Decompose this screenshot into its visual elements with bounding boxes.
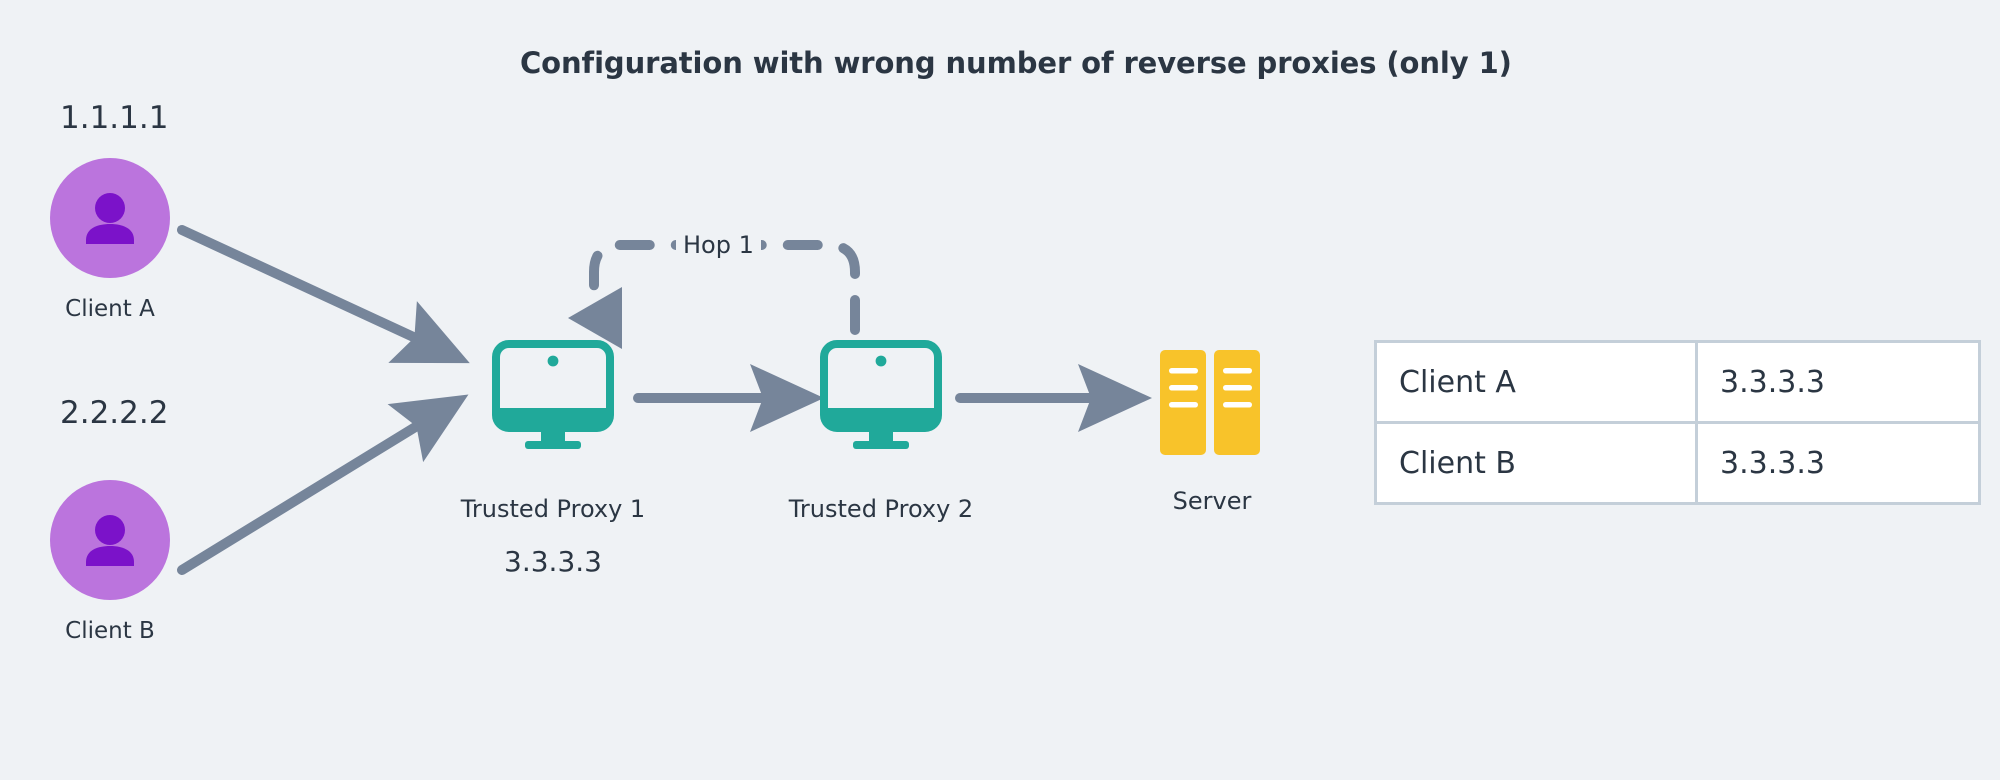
client-b-ip: 2.2.2.2 [60, 395, 169, 431]
table-row: Client B 3.3.3.3 [1374, 421, 1981, 505]
edge-client-b-to-proxy1 [177, 394, 469, 575]
person-icon [86, 515, 134, 566]
table-cell-ip: 3.3.3.3 [1695, 340, 1981, 424]
server-label: Server [1172, 487, 1252, 515]
client-b-label: Client B [65, 618, 155, 644]
proxy1-ip: 3.3.3.3 [504, 545, 602, 578]
table-cell-client: Client B [1374, 421, 1698, 505]
server-icon [1160, 350, 1260, 455]
client-b-avatar [50, 480, 170, 600]
table-cell-ip: 3.3.3.3 [1695, 421, 1981, 505]
table-row: Client A 3.3.3.3 [1374, 340, 1981, 424]
monitor-icon [492, 340, 614, 449]
edge-client-a-to-proxy1 [177, 225, 470, 364]
client-a-label: Client A [65, 296, 155, 322]
server-node [1160, 350, 1264, 459]
client-a-avatar [50, 158, 170, 278]
page-title: Configuration with wrong number of rever… [520, 46, 1512, 80]
person-icon [86, 193, 134, 244]
proxy1-label: Trusted Proxy 1 [460, 495, 646, 523]
client-a-ip: 1.1.1.1 [60, 100, 169, 136]
proxy2-label: Trusted Proxy 2 [788, 495, 974, 523]
client-ip-mapping-table: Client A 3.3.3.3 Client B 3.3.3.3 [1374, 340, 1981, 505]
proxy2-node [820, 340, 942, 454]
hop-label: Hop 1 [676, 231, 761, 259]
table-cell-client: Client A [1374, 340, 1698, 424]
monitor-icon [820, 340, 942, 449]
proxy1-node [492, 340, 614, 454]
